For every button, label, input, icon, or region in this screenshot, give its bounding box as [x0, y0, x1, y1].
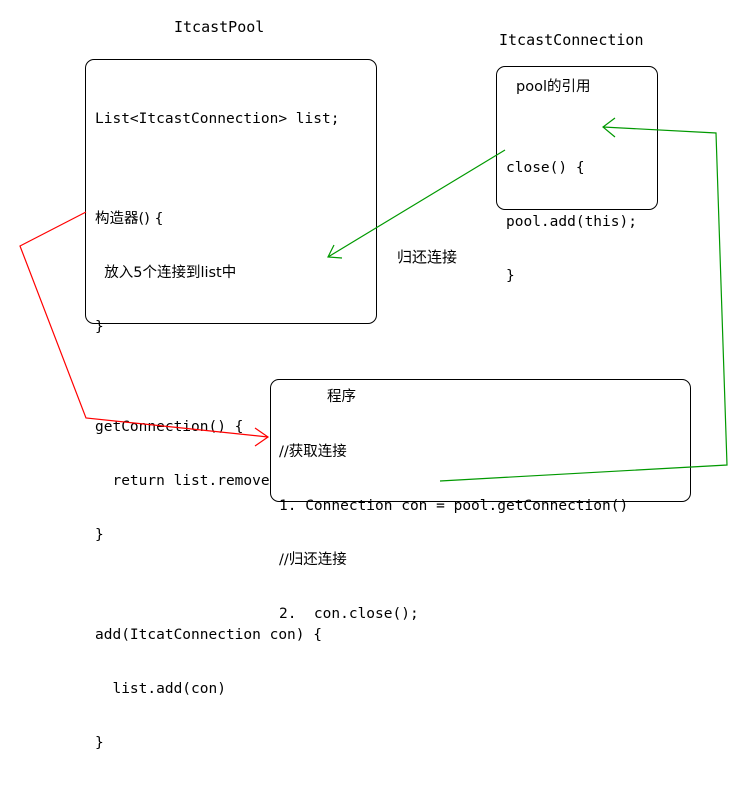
program-line: //归还连接: [279, 552, 347, 568]
pool-ref-label: pool的引用: [516, 79, 591, 95]
pool-title: ItcastPool: [174, 18, 265, 36]
close-call-arrowhead: [602, 117, 616, 138]
program-title: 程序: [327, 389, 356, 405]
program-box: 程序 //获取连接 1. Connection con = pool.getCo…: [270, 379, 691, 622]
pool-line: }: [95, 735, 104, 751]
connection-title: ItcastConnection: [499, 31, 644, 49]
return-connection-arrowhead: [327, 244, 343, 259]
program-line: //获取连接: [279, 444, 347, 460]
program-line: 1. Connection con = pool.getConnection(): [279, 498, 629, 514]
pool-line: 放入5个连接到list中: [95, 265, 237, 281]
connection-line: }: [506, 268, 515, 284]
pool-line: }: [95, 319, 104, 335]
close-call-arrow: [439, 126, 728, 482]
pool-line: getConnection() {: [95, 419, 244, 435]
connection-box: pool的引用 close() { pool.add(this); }: [496, 66, 658, 284]
arrows-layer: [19, 117, 728, 482]
pool-line: list.add(con): [95, 681, 226, 697]
pool-line: 构造器() {: [95, 211, 164, 227]
connection-code: close() { pool.add(this); }: [506, 123, 637, 321]
pool-line: List<ItcastConnection> list;: [95, 111, 340, 127]
return-label: 归还连接: [397, 248, 458, 266]
connection-line: close() {: [506, 160, 585, 176]
return-connection-arrow: [327, 149, 506, 258]
get-connection-arrow: [19, 211, 269, 438]
get-connection-arrowhead: [254, 427, 270, 447]
connection-line: pool.add(this);: [506, 214, 637, 230]
program-line: 2. con.close();: [279, 606, 419, 622]
pool-line: }: [95, 527, 104, 543]
